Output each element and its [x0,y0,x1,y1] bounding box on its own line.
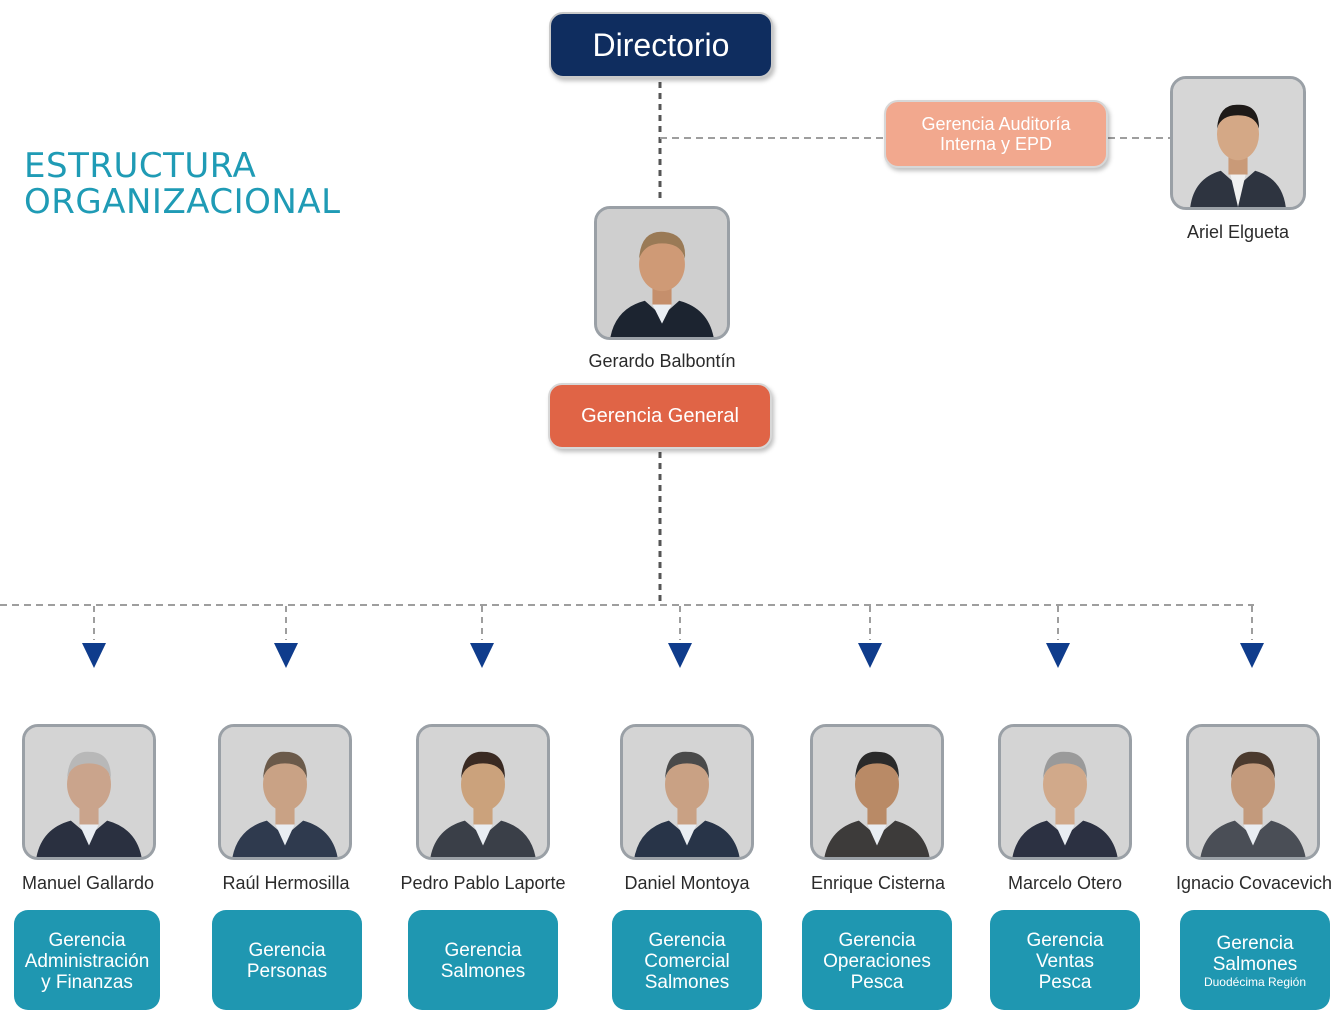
down-arrow-icon [470,643,494,668]
auditoria-label-line1: Gerencia Auditoría [921,114,1071,134]
gerencia-general-box: Gerencia General [548,383,772,449]
department-label-line: Operaciones [823,950,931,972]
department-label-line: Gerencia [648,929,726,951]
manager-photo [810,724,944,860]
person-portrait-icon [419,727,547,857]
department-label-line: Ventas [1035,950,1095,972]
manager-photo [1186,724,1320,860]
person-portrait-icon [813,727,941,857]
page-title-line2: ORGANIZACIONAL [24,182,341,222]
person-portrait-icon [1001,727,1129,857]
department-label-line: Gerencia [248,940,326,961]
department-label-line: Comercial [644,950,730,972]
down-arrow-icon [858,643,882,668]
person-portrait-icon [623,727,751,857]
down-arrow-icon [1240,643,1264,668]
department-label-line: Gerencia [1216,933,1294,954]
manager-photo [416,724,550,860]
manager-name: Manuel Gallardo [21,873,155,893]
department-label-line: Gerencia [48,929,126,951]
auditoria-label-line2: Interna y EPD [939,134,1053,154]
down-arrow-icon [82,643,106,668]
person-portrait-icon [597,209,727,337]
department-label-line: y Finanzas [41,971,133,993]
manager-photo [998,724,1132,860]
general-person-name: Gerardo Balbontín [588,351,736,371]
manager-name: Marcelo Otero [1007,873,1123,893]
department-label-line: Personas [246,961,328,982]
person-portrait-icon [1173,79,1303,207]
auditoria-box: Gerencia Auditoría Interna y EPD [884,100,1108,168]
directorio-label: Directorio [592,26,730,63]
person-portrait-icon [1189,727,1317,857]
manager-name: Raúl Hermosilla [222,873,350,893]
department-sublabel: Duodécima Región [1203,975,1307,989]
gerencia-general-label: Gerencia General [581,404,739,427]
department-label-line: Gerencia [444,940,522,961]
down-arrow-icon [1046,643,1070,668]
page-title: ESTRUCTURA ORGANIZACIONAL [24,148,384,220]
person-portrait-icon [25,727,153,857]
down-arrow-icon [668,643,692,668]
department-label-line: Gerencia [838,929,916,951]
department-label-line: Salmones [1212,954,1298,975]
page-title-line1: ESTRUCTURA [24,146,257,186]
manager-name: Pedro Pablo Laporte [400,873,566,893]
department-label-line: Salmones [440,961,526,982]
manager-name: Ignacio Covacevich [1175,873,1333,893]
auditoria-person-name: Ariel Elgueta [1186,222,1290,242]
manager-photo [620,724,754,860]
down-arrow-icon [274,643,298,668]
manager-name: Daniel Montoya [624,873,750,893]
manager-photo [218,724,352,860]
department-label-line: Gerencia [1026,929,1104,951]
person-portrait-icon [221,727,349,857]
department-label-line: Administración [24,950,150,972]
manager-photo [22,724,156,860]
manager-name: Enrique Cisterna [810,873,946,893]
directorio-box: Directorio [549,12,773,78]
department-label-line: Pesca [850,971,904,993]
department-label-line: Pesca [1038,971,1092,993]
general-person-photo [594,206,730,340]
department-label-line: Salmones [644,971,730,993]
auditoria-person-photo [1170,76,1306,210]
